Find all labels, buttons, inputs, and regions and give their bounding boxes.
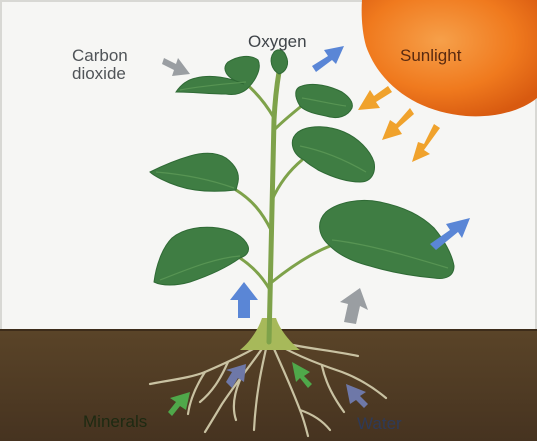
minerals-label: Minerals (83, 413, 147, 431)
sunlight-label: Sunlight (400, 47, 461, 65)
water-label: Water (357, 415, 402, 433)
carbon-dioxide-label: Carbon dioxide (72, 47, 128, 83)
oxygen-label: Oxygen (248, 33, 307, 51)
